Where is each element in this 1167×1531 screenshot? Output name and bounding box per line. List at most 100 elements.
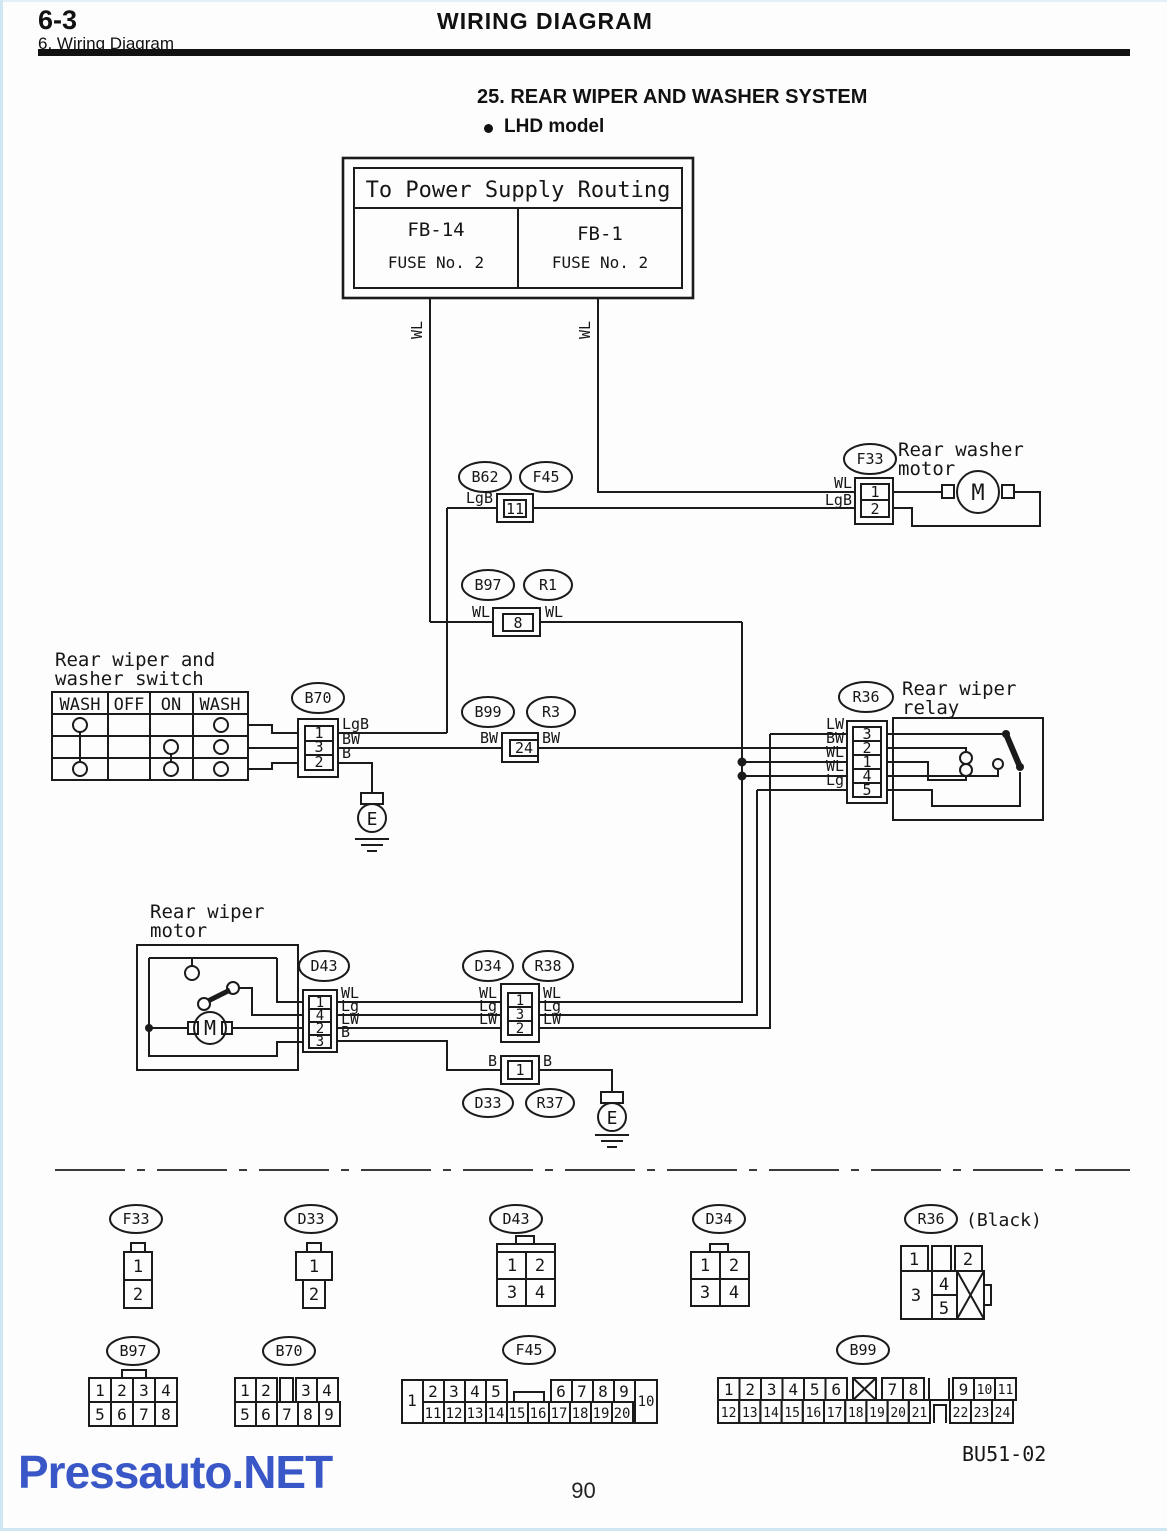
svg-text:13: 13 (467, 1406, 484, 1422)
power-supply-title: To Power Supply Routing (366, 178, 671, 203)
svg-text:7: 7 (139, 1405, 149, 1424)
svg-text:10: 10 (977, 1383, 993, 1398)
svg-text:3: 3 (700, 1283, 710, 1303)
wire-wl-right: WL (576, 298, 855, 493)
page-title: WIRING DIAGRAM (437, 8, 653, 34)
svg-text:1: 1 (133, 1257, 143, 1277)
svg-text:2: 2 (117, 1381, 127, 1400)
pin-number: 1 (314, 724, 323, 742)
svg-text:1: 1 (724, 1380, 734, 1399)
connector-id: F45 (515, 1341, 542, 1359)
pin-number: 1 (515, 1061, 524, 1079)
svg-text:4: 4 (470, 1382, 480, 1401)
pinout-d43: D43 1 2 3 4 (489, 1204, 556, 1307)
svg-text:11: 11 (425, 1406, 442, 1422)
svg-text:19: 19 (869, 1406, 885, 1421)
wire-label: LW (479, 1010, 498, 1028)
pi-slot-glyph (933, 1404, 947, 1423)
connector-id: R3 (542, 703, 560, 721)
junction-b62-f45: B62 F45 11 LgB (446, 461, 855, 733)
pin-number: 1 (870, 483, 879, 501)
pinout-f45: F45 1 10 2 3 4 5 6 7 8 9 11 12 13 (401, 1335, 658, 1424)
wire-label: B (341, 1023, 350, 1041)
switch-pos: ON (161, 695, 181, 715)
wire-label: B (488, 1052, 497, 1070)
svg-text:3: 3 (449, 1382, 459, 1401)
svg-text:14: 14 (488, 1406, 505, 1422)
fuse-left-id: FB-14 (407, 219, 464, 241)
component-label: motor (898, 458, 955, 480)
svg-text:9: 9 (959, 1380, 969, 1399)
junction-b97-r1: B97 R1 8 WL WL (430, 569, 742, 637)
svg-text:4: 4 (788, 1380, 798, 1399)
pin-number: 1 (862, 753, 871, 771)
svg-text:1: 1 (909, 1250, 919, 1270)
rear-wiper-relay: R36 Rear wiper relay 3 2 1 4 5 LW BW WL … (737, 678, 1044, 821)
svg-text:6: 6 (117, 1405, 127, 1424)
connector-id: D34 (474, 957, 501, 975)
header-rule (38, 49, 1130, 56)
pinout-b99: B99 1 2 3 4 5 6 7 8 9 10 11 (717, 1335, 1017, 1424)
diagram-title: 25. REAR WIPER AND WASHER SYSTEM (477, 86, 868, 108)
wire-label: WL (826, 743, 844, 761)
svg-text:1: 1 (240, 1381, 250, 1400)
svg-text:7: 7 (888, 1380, 898, 1399)
svg-text:2: 2 (261, 1381, 271, 1400)
svg-text:17: 17 (551, 1406, 568, 1422)
svg-text:5: 5 (95, 1405, 105, 1424)
svg-text:2: 2 (535, 1256, 545, 1276)
connector-id: B97 (474, 576, 501, 594)
wire-label: WL (479, 984, 497, 1002)
wire-label: LgB (825, 491, 852, 509)
wire-label: BW (480, 729, 499, 747)
pin-number: 3 (316, 1034, 324, 1050)
switch-pos: WASH (60, 695, 101, 715)
ground-symbol: E (607, 1108, 618, 1129)
svg-text:1: 1 (507, 1256, 517, 1276)
ground-symbol: E (367, 809, 378, 830)
wire-label: WL (834, 474, 852, 492)
svg-text:5: 5 (240, 1405, 250, 1424)
pin-number: 1 (316, 995, 324, 1011)
component-label: Rear wiper (902, 678, 1016, 700)
svg-text:1: 1 (407, 1391, 417, 1410)
junction-d33-r37: 1 B B D33 R37 E (462, 1052, 629, 1148)
wire-label: Lg (826, 771, 844, 789)
svg-text:21: 21 (912, 1406, 928, 1421)
pin-number: 4 (316, 1008, 324, 1024)
model-label: LHD model (504, 116, 605, 137)
pin-number: 1 (516, 993, 524, 1009)
svg-text:24: 24 (995, 1406, 1011, 1421)
svg-text:9: 9 (619, 1382, 629, 1401)
connector-id: R37 (536, 1094, 563, 1112)
pin-number: 2 (862, 739, 871, 757)
component-label: Rear wiper and (55, 649, 215, 671)
component-label: washer switch (55, 668, 204, 690)
fuse-right-id: FB-1 (577, 223, 623, 245)
svg-text:4: 4 (729, 1283, 739, 1303)
pinout-r36: R36 (Black) 1 2 3 4 5 (900, 1204, 1042, 1320)
svg-text:20: 20 (890, 1406, 906, 1421)
svg-text:5: 5 (810, 1380, 820, 1399)
wire-label: BW (342, 730, 361, 748)
wire-label: WL (341, 984, 359, 1002)
scan-edge-top (0, 0, 1167, 2)
svg-text:6: 6 (831, 1380, 841, 1399)
connector-id: B70 (304, 689, 331, 707)
svg-text:3: 3 (911, 1286, 921, 1306)
page-code: 6-3 (38, 5, 78, 35)
wire-label: WL (543, 984, 561, 1002)
component-label: Rear washer (898, 439, 1024, 461)
connector-id: B70 (275, 1342, 302, 1360)
connector-id: B62 (471, 468, 498, 486)
svg-text:23: 23 (974, 1406, 990, 1421)
svg-text:19: 19 (593, 1406, 610, 1422)
page-number: 90 (571, 1478, 596, 1503)
svg-text:2: 2 (133, 1285, 143, 1305)
wire-label-wl: WL (576, 321, 594, 339)
connector-id: B97 (119, 1342, 146, 1360)
svg-text:18: 18 (572, 1406, 589, 1422)
connector-id: R38 (534, 957, 561, 975)
wire-label: LW (543, 1010, 562, 1028)
